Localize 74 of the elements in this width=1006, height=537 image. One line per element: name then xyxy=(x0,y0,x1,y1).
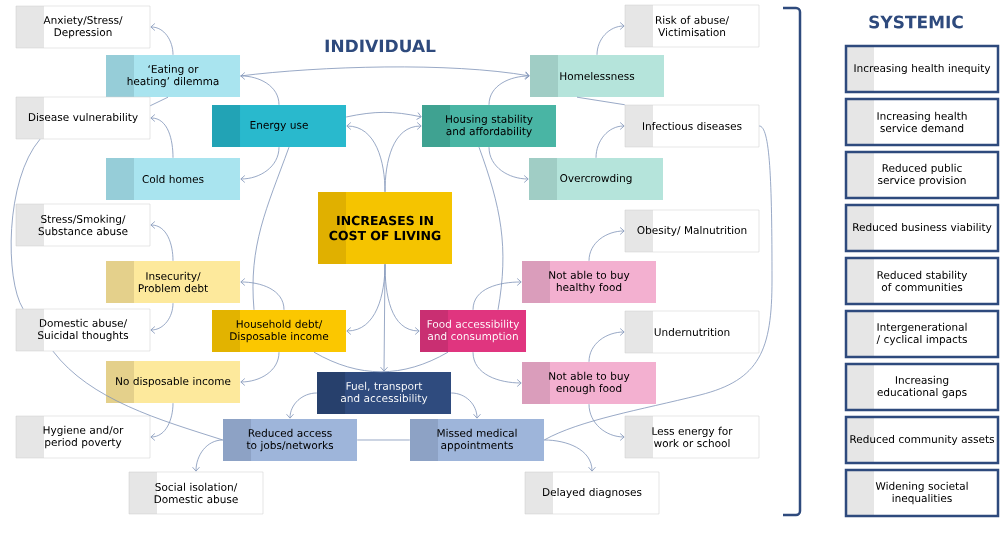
impact-box: Intergenerational / cyclical impacts xyxy=(844,309,1000,359)
process-box: Fuel, transport and accessibility xyxy=(317,372,451,414)
arrow xyxy=(595,122,625,159)
impact-box: Reduced stability of communities xyxy=(844,256,1000,306)
impact-box: Reduced business viability xyxy=(844,203,1000,253)
outcome-box: Social isolation/ Domestic abuse xyxy=(128,471,264,515)
arrow xyxy=(240,351,280,386)
connector-line xyxy=(356,439,411,441)
arrow xyxy=(150,221,174,262)
impact-box: Increasing health inequity xyxy=(844,44,1000,94)
connector-line xyxy=(252,146,290,311)
arrow xyxy=(240,278,285,311)
outcome-box: Infectious diseases xyxy=(624,104,760,148)
outcome-box: Undernutrition xyxy=(624,310,760,354)
outcome-box: Stress/Smoking/ Substance abuse xyxy=(15,203,151,247)
process-box: Food accessibility and consumption xyxy=(420,310,526,352)
impact-box: Increasing health service demand xyxy=(844,97,1000,147)
arrow xyxy=(239,66,530,80)
arrow xyxy=(150,302,174,334)
impact-box: Reduced public service provision xyxy=(844,150,1000,200)
connector-line xyxy=(543,125,773,441)
process-box: Overcrowding xyxy=(529,158,663,200)
arrow xyxy=(588,227,625,262)
arrow xyxy=(450,392,481,419)
arrow xyxy=(472,351,522,387)
connector-line xyxy=(576,96,626,106)
arrow xyxy=(192,439,224,472)
process-box: Insecurity/ Problem debt xyxy=(106,261,240,303)
arrow xyxy=(384,122,422,193)
process-box: ‘Eating or heating’ dilemma xyxy=(106,55,240,97)
process-box: No disposable income xyxy=(106,361,240,403)
connector-line xyxy=(10,138,41,310)
outcome-box: Risk of abuse/ Victimisation xyxy=(624,4,760,48)
arrow xyxy=(596,22,625,56)
connector-line xyxy=(149,96,169,107)
arrow xyxy=(286,392,318,419)
outcome-box: Domestic abuse/ Suicidal thoughts xyxy=(15,308,151,352)
heading: INDIVIDUAL xyxy=(325,39,436,53)
arrow xyxy=(472,278,522,311)
process-box: Not able to buy enough food xyxy=(522,362,656,404)
impact-box: Increasing educational gaps xyxy=(844,362,1000,412)
outcome-box: Anxiety/Stress/ Depression xyxy=(15,5,151,49)
impact-box: Widening societal inequalities xyxy=(844,468,1000,518)
outcome-box: Obesity/ Malnutrition xyxy=(624,209,760,253)
process-box: Missed medical appointments xyxy=(410,419,544,461)
arrow xyxy=(488,146,529,183)
process-box: Cold homes xyxy=(106,158,240,200)
outcome-box: Delayed diagnoses xyxy=(524,471,660,515)
process-box: Housing stability and affordability xyxy=(422,105,556,147)
outcome-box: Less energy for work or school xyxy=(624,415,760,459)
arrow xyxy=(150,402,174,441)
arrow xyxy=(380,263,388,372)
process-box: Reduced access to jobs/networks xyxy=(223,419,357,461)
outcome-box: Disease vulnerability xyxy=(15,96,151,140)
process-box: Energy use xyxy=(212,105,346,147)
arrow xyxy=(240,146,280,183)
arrow xyxy=(345,111,422,120)
arrow xyxy=(588,328,625,363)
central-box: INCREASES IN COST OF LIVING xyxy=(318,192,452,264)
arrow xyxy=(150,114,174,159)
connector-line xyxy=(313,351,449,373)
outcome-box: Hygiene and/or period poverty xyxy=(15,415,151,459)
arrow xyxy=(588,403,625,441)
arrow xyxy=(488,72,530,106)
heading: SYSTEMIC xyxy=(869,15,963,29)
arrow xyxy=(150,23,174,56)
process-box: Not able to buy healthy food xyxy=(522,261,656,303)
process-box: Household debt/ Disposable income xyxy=(212,310,346,352)
connector-line xyxy=(52,350,224,441)
connector-line xyxy=(478,146,504,311)
arrow xyxy=(240,72,280,106)
process-box: Homelessness xyxy=(530,55,664,97)
impact-box: Reduced community assets xyxy=(844,415,1000,465)
arrow xyxy=(543,439,596,472)
